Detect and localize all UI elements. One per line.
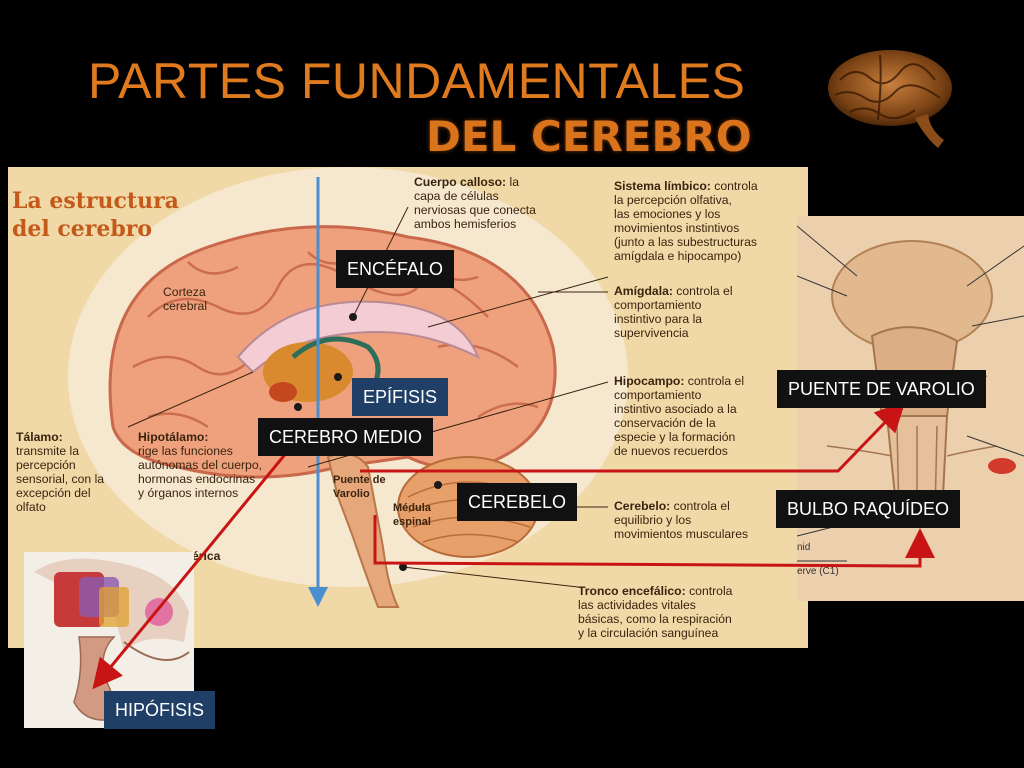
brainstem-anatomy-image: nid erve (C1) bbox=[797, 216, 1024, 601]
label-amigdala: Amígdala: controla el comportamiento ins… bbox=[614, 284, 733, 340]
label-sistema-limbico: Sistema límbico: controla la percepción … bbox=[614, 179, 758, 263]
tag-bulbo-raquideo: BULBO RAQUÍDEO bbox=[776, 490, 961, 528]
label-cuerpo-calloso: Cuerpo calloso: la capa de células nervi… bbox=[414, 175, 536, 231]
tag-encefalo: ENCÉFALO bbox=[336, 250, 455, 288]
label-talamo: Tálamo: transmite la percepción sensoria… bbox=[16, 430, 105, 514]
slide-subtitle: DEL CEREBRO bbox=[426, 112, 752, 161]
side-label-fragment-1: nid bbox=[797, 542, 811, 553]
label-cerebelo: Cerebelo: controla el equilibrio y los m… bbox=[614, 499, 749, 541]
label-hipotalamo: Hipotálamo: rige las funciones autónomas… bbox=[138, 430, 262, 500]
side-label-fragment-2: erve (C1) bbox=[797, 566, 839, 577]
label-medula: Médula espinal bbox=[393, 502, 431, 528]
label-hipocampo: Hipocampo: controla el comportamiento in… bbox=[614, 374, 745, 458]
tag-hipofisis: HIPÓFISIS bbox=[104, 691, 216, 729]
label-fragment: érica bbox=[192, 549, 221, 563]
tag-puente-varolio: PUENTE DE VAROLIO bbox=[777, 370, 986, 408]
label-tronco: Tronco encefálico: controla las activida… bbox=[578, 584, 733, 640]
label-puente: Puente de Varolio bbox=[333, 474, 386, 500]
brain-logo-icon bbox=[828, 50, 952, 148]
slide-title: PARTES FUNDAMENTALES bbox=[88, 53, 746, 109]
tag-epifisis: EPÍFISIS bbox=[352, 378, 449, 416]
label-corteza: Corteza cerebral bbox=[163, 285, 208, 313]
tag-cerebelo: CEREBELO bbox=[457, 483, 578, 521]
brainstem-illustration bbox=[797, 216, 1024, 601]
diagram-heading: La estructura del cerebro bbox=[12, 188, 179, 242]
tag-cerebro-medio: CEREBRO MEDIO bbox=[258, 418, 434, 456]
